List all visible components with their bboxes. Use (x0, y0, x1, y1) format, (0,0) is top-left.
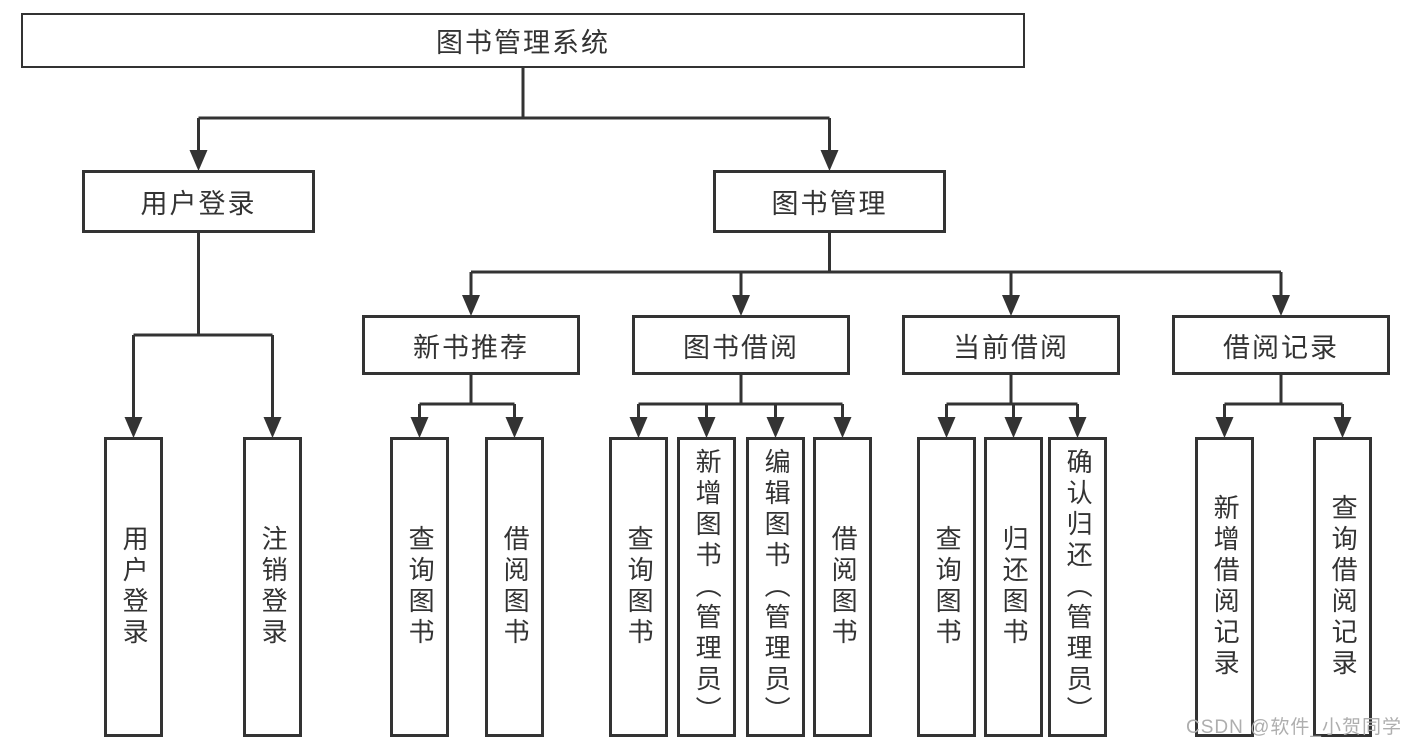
connector-current-borrow (945, 375, 1079, 419)
node-current-borrow: 当前借阅 (902, 315, 1120, 375)
node-new-books-label: 新书推荐 (413, 332, 529, 363)
leaf-query-books-3: 查询图书 (917, 437, 976, 737)
leaf-return-book-label: 归还图书 (999, 525, 1030, 649)
leaf-confirm-return-admin: 确认归还（管理员） (1048, 437, 1107, 737)
leaf-add-borrow-record-label: 新增借阅记录 (1210, 494, 1241, 680)
node-root-label: 图书管理系统 (436, 28, 610, 58)
node-book-mgmt: 图书管理 (713, 170, 946, 233)
arrow-icon (697, 417, 716, 438)
connector-user-login (132, 233, 274, 419)
leaf-add-borrow-record: 新增借阅记录 (1195, 437, 1254, 737)
leaf-logout-label: 注销登录 (258, 525, 289, 649)
arrow-icon (462, 295, 480, 316)
csdn-watermark: CSDN @软件_小贺同学 (1186, 717, 1402, 738)
node-borrow-records-label: 借阅记录 (1223, 332, 1339, 363)
leaf-confirm-return-admin-label: 确认归还（管理员） (1063, 447, 1094, 727)
leaf-query-books-3-label: 查询图书 (932, 525, 963, 649)
node-new-books: 新书推荐 (362, 315, 580, 375)
arrow-icon (937, 417, 956, 438)
leaf-user-login-label: 用户登录 (119, 525, 150, 649)
arrow-icon (1272, 295, 1290, 316)
arrow-icon (732, 295, 750, 316)
arrow-icon (189, 150, 208, 171)
connector-book-mgmt (469, 233, 1283, 297)
leaf-add-book-admin: 新增图书（管理员） (677, 437, 736, 737)
arrow-icon (1004, 417, 1023, 438)
leaf-user-login: 用户登录 (104, 437, 163, 737)
arrow-icon (263, 417, 282, 438)
arrowheads (124, 150, 1352, 438)
arrow-icon (820, 150, 839, 171)
arrow-icon (1333, 417, 1352, 438)
node-root: 图书管理系统 (21, 13, 1025, 68)
node-book-borrow-label: 图书借阅 (683, 332, 799, 363)
connector-new-books (418, 375, 516, 419)
leaf-query-borrow-record: 查询借阅记录 (1313, 437, 1372, 737)
leaf-add-book-admin-label: 新增图书（管理员） (692, 447, 723, 727)
node-book-mgmt-label: 图书管理 (771, 189, 888, 219)
arrow-icon (505, 417, 524, 438)
node-current-borrow-label: 当前借阅 (953, 332, 1069, 363)
leaf-query-borrow-record-label: 查询借阅记录 (1328, 494, 1359, 680)
arrow-icon (124, 417, 143, 438)
arrow-icon (833, 417, 852, 438)
leaf-logout: 注销登录 (243, 437, 302, 737)
leaf-borrow-books-2-label: 借阅图书 (828, 525, 859, 649)
arrow-icon (629, 417, 648, 438)
leaf-borrow-books-2: 借阅图书 (813, 437, 872, 737)
leaf-borrow-books-1-label: 借阅图书 (500, 525, 531, 649)
leaf-query-books-1-label: 查询图书 (405, 525, 436, 649)
node-user-login: 用户登录 (82, 170, 315, 233)
arrow-icon (766, 417, 785, 438)
arrow-icon (1068, 417, 1087, 438)
leaf-query-books-1: 查询图书 (390, 437, 449, 737)
leaf-return-book: 归还图书 (984, 437, 1043, 737)
leaf-edit-book-admin: 编辑图书（管理员） (746, 437, 805, 737)
node-user-login-label: 用户登录 (140, 189, 257, 219)
arrow-icon (1215, 417, 1234, 438)
connector-book-borrow (637, 375, 844, 419)
leaf-query-books-2-label: 查询图书 (624, 525, 655, 649)
node-borrow-records: 借阅记录 (1172, 315, 1390, 375)
node-book-borrow: 图书借阅 (632, 315, 850, 375)
arrow-icon (1002, 295, 1020, 316)
leaf-edit-book-admin-label: 编辑图书（管理员） (761, 447, 792, 727)
leaf-borrow-books-1: 借阅图书 (485, 437, 544, 737)
connector-paths (132, 68, 1344, 419)
connector-borrow-records (1223, 375, 1344, 419)
arrow-icon (410, 417, 429, 438)
leaf-query-books-2: 查询图书 (609, 437, 668, 737)
connector-root (197, 68, 831, 152)
